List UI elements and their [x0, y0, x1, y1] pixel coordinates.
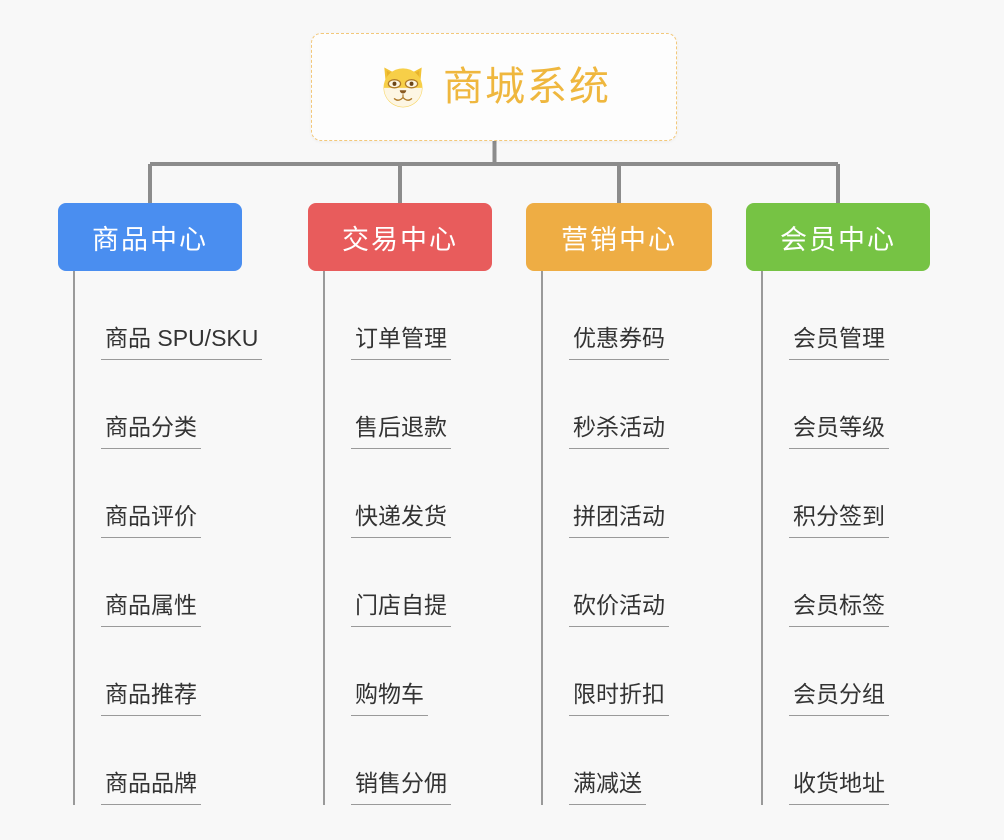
shiba-dog-emoji: [383, 67, 423, 108]
list-item[interactable]: 售后退款: [323, 360, 492, 449]
leaf-label: 商品推荐: [101, 683, 201, 716]
leaf-label: 门店自提: [351, 594, 451, 627]
leaf-label: 商品评价: [101, 505, 201, 538]
leaf-label: 积分签到: [789, 505, 889, 538]
list-item[interactable]: 收货地址: [761, 716, 930, 805]
leaf-label: 会员分组: [789, 683, 889, 716]
leaf-list-product-center: 商品 SPU/SKU 商品分类 商品评价 商品属性 商品推荐 商品品牌: [58, 271, 263, 805]
leaf-label: 收货地址: [789, 772, 889, 805]
leaf-label: 会员等级: [789, 416, 889, 449]
list-item[interactable]: 商品推荐: [73, 627, 262, 716]
list-item[interactable]: 会员管理: [761, 271, 930, 360]
list-item[interactable]: 商品 SPU/SKU: [73, 271, 263, 360]
list-item[interactable]: 限时折扣: [541, 627, 712, 716]
list-item[interactable]: 商品品牌: [73, 716, 262, 805]
list-item[interactable]: 销售分佣: [323, 716, 492, 805]
root-title: 商城系统: [443, 65, 611, 109]
leaf-label: 订单管理: [351, 327, 451, 360]
list-item[interactable]: 快递发货: [323, 449, 492, 538]
leaf-label: 售后退款: [351, 416, 451, 449]
leaf-trunk-line: [73, 271, 75, 805]
list-item[interactable]: 会员分组: [761, 627, 930, 716]
leaf-label: 会员标签: [789, 594, 889, 627]
leaf-label: 购物车: [351, 683, 428, 716]
leaf-label: 商品 SPU/SKU: [101, 327, 263, 360]
branch-header-trade-center[interactable]: 交易中心: [308, 203, 492, 271]
root-node[interactable]: 商城系统: [311, 33, 677, 141]
list-item[interactable]: 满减送: [541, 716, 712, 805]
leaf-list-marketing-center: 优惠券码 秒杀活动 拼团活动 砍价活动 限时折扣 满减送: [526, 271, 712, 805]
list-item[interactable]: 会员标签: [761, 538, 930, 627]
branch-trade-center: 交易中心 订单管理 售后退款 快递发货 门店自提 购物车 销售分佣: [308, 203, 492, 805]
list-item[interactable]: 砍价活动: [541, 538, 712, 627]
branch-marketing-center: 营销中心 优惠券码 秒杀活动 拼团活动 砍价活动 限时折扣 满减送: [526, 203, 712, 805]
leaf-label: 商品品牌: [101, 772, 201, 805]
leaf-label: 快递发货: [351, 505, 451, 538]
list-item[interactable]: 优惠券码: [541, 271, 712, 360]
leaf-trunk-line: [541, 271, 543, 805]
branch-header-product-center[interactable]: 商品中心: [58, 203, 242, 271]
list-item[interactable]: 购物车: [323, 627, 492, 716]
branch-member-center: 会员中心 会员管理 会员等级 积分签到 会员标签 会员分组 收货地址: [746, 203, 930, 805]
leaf-label: 砍价活动: [569, 594, 669, 627]
list-item[interactable]: 拼团活动: [541, 449, 712, 538]
list-item[interactable]: 商品分类: [73, 360, 262, 449]
leaf-label: 商品属性: [101, 594, 201, 627]
branch-header-marketing-center[interactable]: 营销中心: [526, 203, 712, 271]
leaf-label: 销售分佣: [351, 772, 451, 805]
leaf-trunk-line: [323, 271, 325, 805]
leaf-trunk-line: [761, 271, 763, 805]
list-item[interactable]: 门店自提: [323, 538, 492, 627]
leaf-label: 秒杀活动: [569, 416, 669, 449]
list-item[interactable]: 秒杀活动: [541, 360, 712, 449]
list-item[interactable]: 积分签到: [761, 449, 930, 538]
branch-product-center: 商品中心 商品 SPU/SKU 商品分类 商品评价 商品属性 商品推荐 商品品牌: [58, 203, 263, 805]
leaf-label: 限时折扣: [569, 683, 669, 716]
leaf-list-trade-center: 订单管理 售后退款 快递发货 门店自提 购物车 销售分佣: [308, 271, 492, 805]
leaf-label: 优惠券码: [569, 327, 669, 360]
branch-header-member-center[interactable]: 会员中心: [746, 203, 930, 271]
leaf-label: 满减送: [569, 772, 646, 805]
list-item[interactable]: 会员等级: [761, 360, 930, 449]
leaf-label: 商品分类: [101, 416, 201, 449]
list-item[interactable]: 商品评价: [73, 449, 262, 538]
list-item[interactable]: 订单管理: [323, 271, 492, 360]
list-item[interactable]: 商品属性: [73, 538, 262, 627]
leaf-list-member-center: 会员管理 会员等级 积分签到 会员标签 会员分组 收货地址: [746, 271, 930, 805]
leaf-label: 拼团活动: [569, 505, 669, 538]
leaf-label: 会员管理: [789, 327, 889, 360]
